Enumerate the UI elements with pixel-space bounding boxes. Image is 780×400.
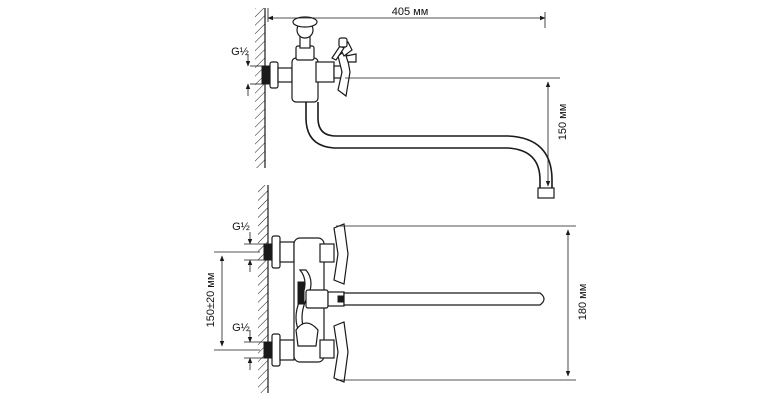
thread-label-front-lower: G½ — [232, 322, 250, 334]
cross-handle-lower — [333, 321, 349, 383]
thread-dimension-top: G½ — [231, 46, 262, 96]
front-view: 180 мм 150±20 мм G½ G½ — [205, 185, 589, 393]
dimension-front-height-label: 180 мм — [577, 284, 589, 321]
inlet-upper — [263, 235, 295, 269]
spout-front — [305, 289, 545, 309]
dimension-front-height: 180 мм — [336, 225, 589, 381]
dimension-center-distance: 150±20 мм — [205, 251, 260, 351]
thread-label-front-upper: G½ — [232, 221, 250, 233]
cross-handle-top — [337, 41, 357, 98]
thread-dimension-front-upper: G½ — [232, 221, 264, 272]
cross-handle-upper — [333, 223, 349, 285]
side-view: 405 мм 150 мм G½ — [231, 6, 569, 199]
dimension-center-distance-label: 150±20 мм — [205, 273, 217, 328]
diverter-knob-top — [331, 37, 348, 61]
wall-top — [255, 8, 266, 168]
wall-front — [258, 185, 269, 393]
dimension-spout-height-label: 150 мм — [557, 104, 569, 141]
dimension-length-label: 405 мм — [392, 6, 429, 18]
inlet-lower — [263, 333, 295, 367]
dimension-length: 405 мм — [267, 6, 546, 28]
dimension-spout-height: 150 мм — [345, 77, 569, 187]
inlet-fitting-top — [261, 61, 293, 89]
thread-dimension-front-lower: G½ — [232, 322, 264, 370]
thread-label-top: G½ — [231, 46, 249, 58]
spout-top — [305, 102, 555, 199]
